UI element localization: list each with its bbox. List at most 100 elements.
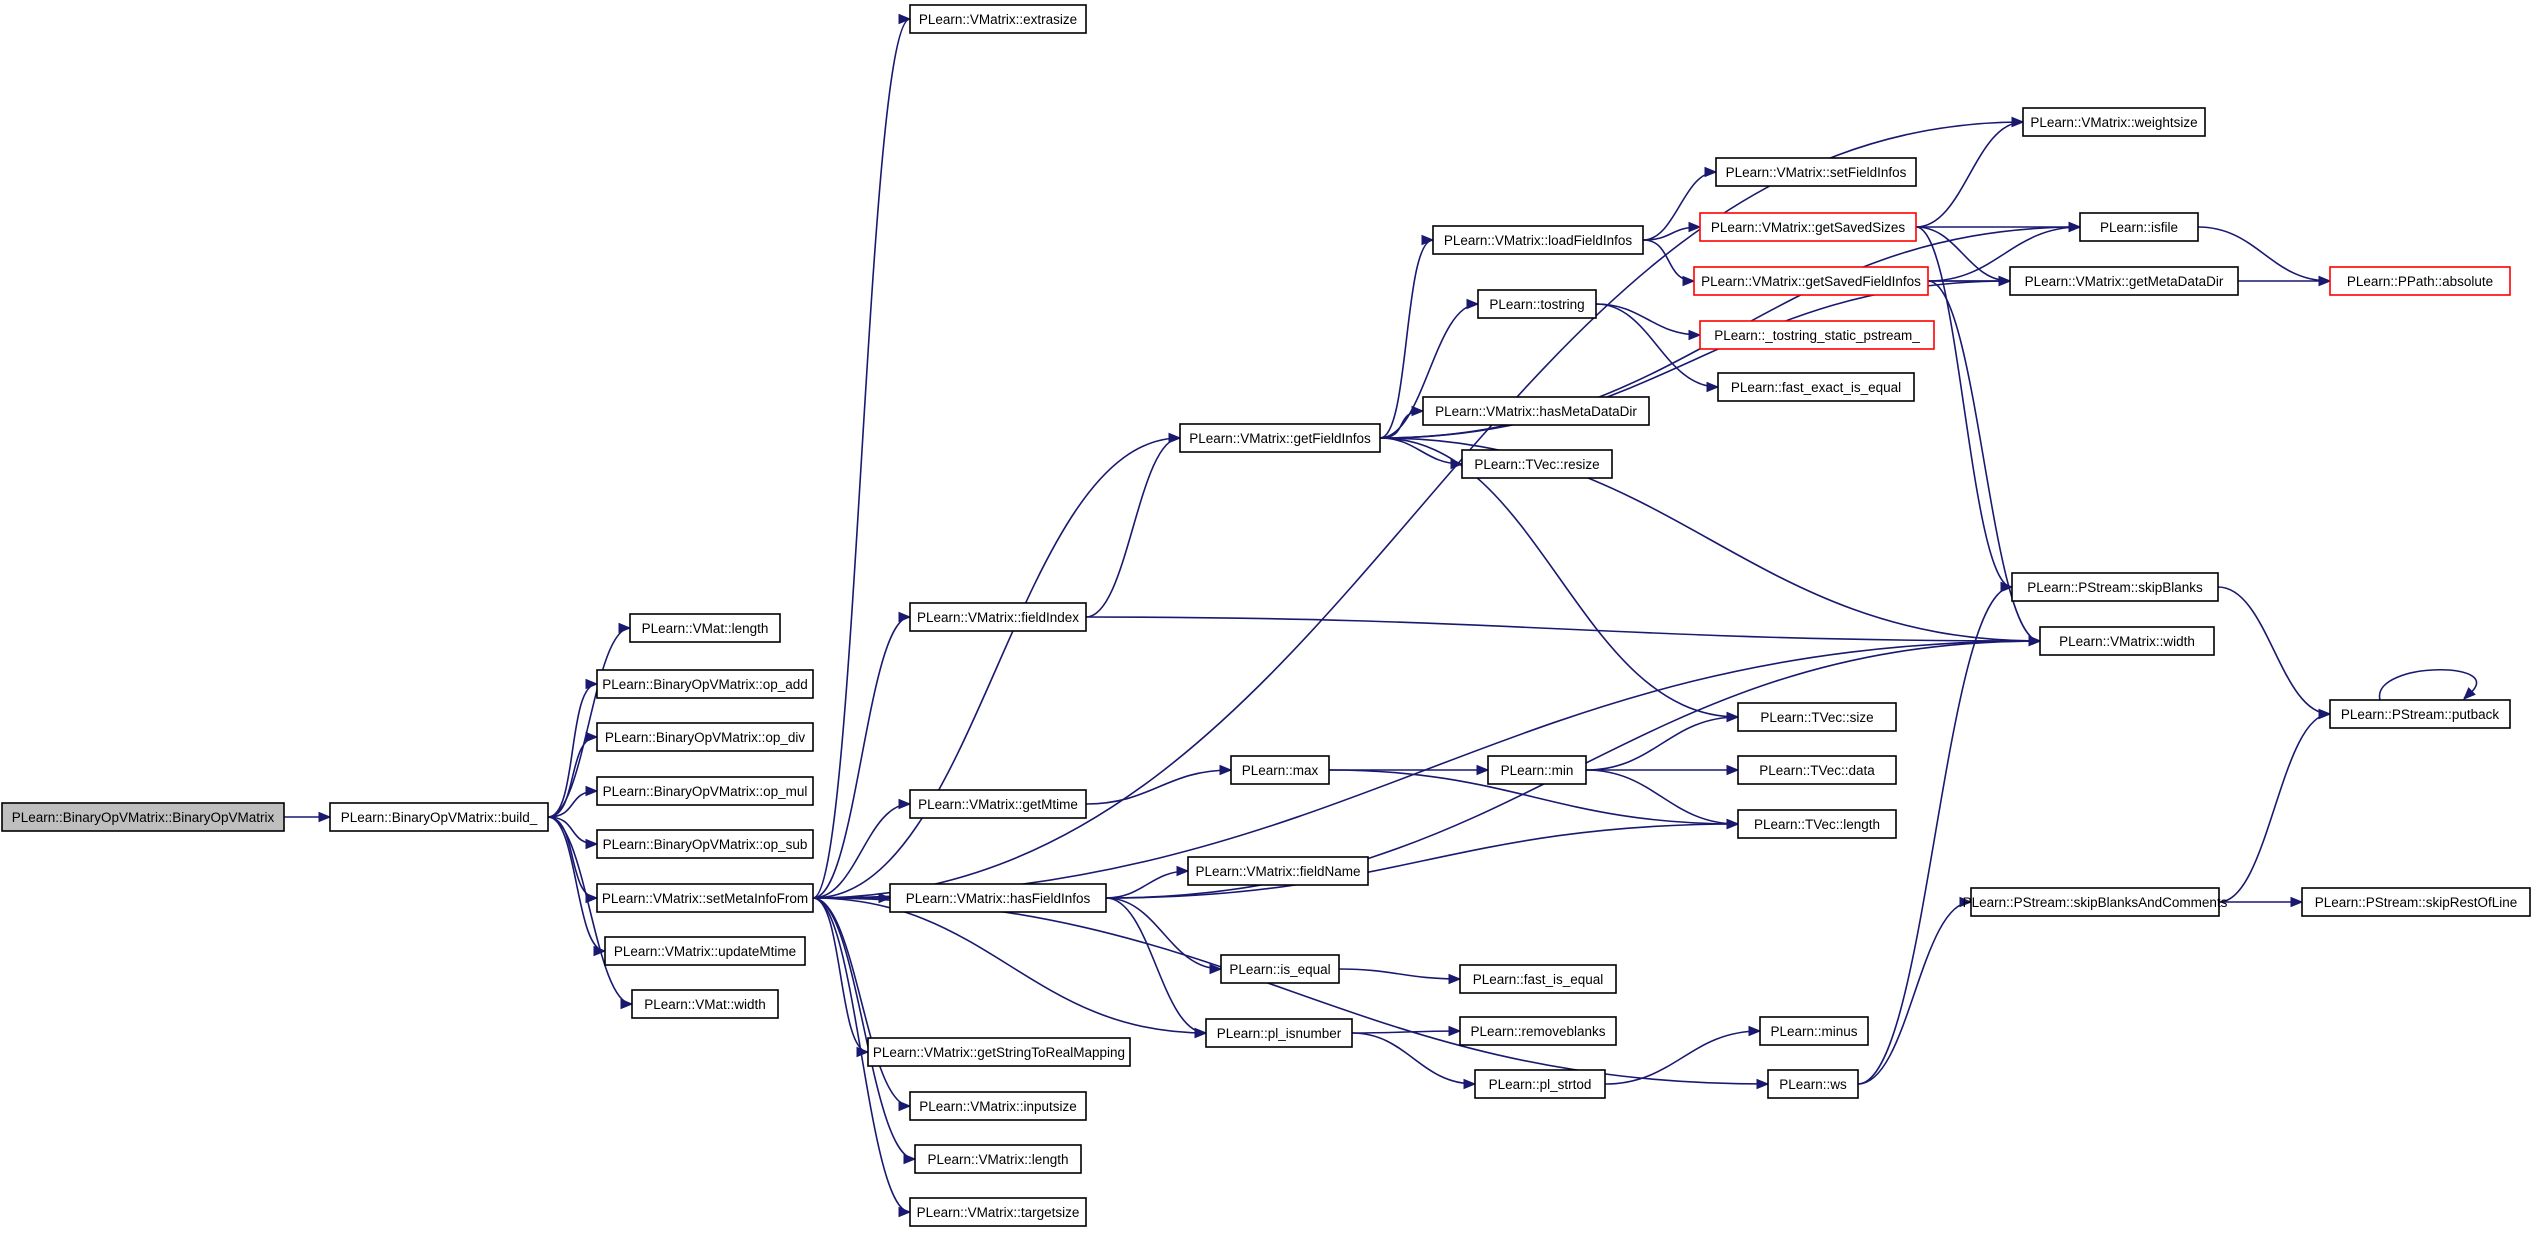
node-plearn-binaryopvmatrix-build[interactable]: PLearn::BinaryOpVMatrix::build_ (329, 802, 549, 832)
node-plearn-binaryopvmatrix-op-mul[interactable]: PLearn::BinaryOpVMatrix::op_mul (596, 776, 814, 806)
node-label: PLearn::minus (1770, 1024, 1857, 1039)
edge-n31-to-n38 (1915, 116, 2025, 228)
node-plearn-removeblanks[interactable]: PLearn::removeblanks (1459, 1016, 1617, 1046)
node-plearn-minus[interactable]: PLearn::minus (1759, 1016, 1869, 1046)
node-label: PLearn::BinaryOpVMatrix::op_mul (603, 784, 808, 799)
node-plearn-binaryopvmatrix-op-sub[interactable]: PLearn::BinaryOpVMatrix::op_sub (596, 829, 814, 859)
node-plearn-tostring[interactable]: PLearn::tostring (1477, 289, 1597, 319)
node-plearn-min[interactable]: PLearn::min (1487, 755, 1587, 785)
node-plearn-vmatrix-length[interactable]: PLearn::VMatrix::length (914, 1144, 1082, 1174)
node-plearn-binaryopvmatrix-op-add[interactable]: PLearn::BinaryOpVMatrix::op_add (596, 669, 814, 699)
node-plearn-tostring-static-pstream[interactable]: PLearn::_tostring_static_pstream_ (1699, 320, 1935, 350)
node-plearn-isfile[interactable]: PLearn::isfile (2079, 212, 2199, 242)
node-box (1767, 1069, 1859, 1099)
node-box (2022, 107, 2206, 137)
node-label: PLearn::VMatrix::inputsize (919, 1099, 1077, 1114)
node-box (596, 722, 814, 752)
node-label: PLearn::TVec::resize (1474, 457, 1599, 472)
edge-n13-to-n23 (1085, 764, 1233, 805)
node-plearn-ppath-absolute[interactable]: PLearn::PPath::absolute (2329, 266, 2511, 296)
node-label: PLearn::pl_isnumber (1217, 1026, 1342, 1041)
node-plearn-vmatrix-fieldname[interactable]: PLearn::VMatrix::fieldName (1187, 856, 1369, 886)
node-plearn-pstream-skipblanks[interactable]: PLearn::PStream::skipBlanks (2011, 572, 2219, 602)
node-plearn-tvec-resize[interactable]: PLearn::TVec::resize (1461, 449, 1613, 479)
node-label: PLearn::VMatrix::extrasize (919, 12, 1077, 27)
node-plearn-tvec-data[interactable]: PLearn::TVec::data (1737, 755, 1897, 785)
node-label: PLearn::fast_is_equal (1473, 972, 1604, 987)
node-plearn-vmatrix-inputsize[interactable]: PLearn::VMatrix::inputsize (909, 1091, 1087, 1121)
edge-n1-to-n5 (547, 785, 599, 818)
edge-n7-to-n16 (812, 897, 912, 1112)
node-label: PLearn::PStream::skipRestOfLine (2315, 895, 2518, 910)
node-box (914, 1144, 1082, 1174)
node-plearn-vmatrix-width[interactable]: PLearn::VMatrix::width (2039, 626, 2215, 656)
node-label: PLearn::TVec::data (1759, 763, 1875, 778)
node-box (604, 936, 806, 966)
edge-n14-to-n26 (1105, 897, 1223, 975)
node-plearn-vmatrix-getstringtorealmapping[interactable]: PLearn::VMatrix::getStringToRealMapping (867, 1037, 1131, 1067)
edge-n14-to-n27 (1105, 897, 1208, 1039)
node-plearn-vmatrix-updatemtime[interactable]: PLearn::VMatrix::updateMtime (604, 936, 806, 966)
node-plearn-vmatrix-fieldindex[interactable]: PLearn::VMatrix::fieldIndex (909, 602, 1087, 632)
node-plearn-fast-exact-is-equal[interactable]: PLearn::fast_exact_is_equal (1717, 372, 1915, 402)
node-box (1715, 157, 1917, 187)
node-box (889, 883, 1107, 913)
node-box (1432, 225, 1644, 255)
node-box (1487, 755, 1587, 785)
node-plearn-vmatrix-getsavedfieldinfos[interactable]: PLearn::VMatrix::getSavedFieldInfos (1693, 266, 1929, 296)
node-plearn-binaryopvmatrix-op-div[interactable]: PLearn::BinaryOpVMatrix::op_div (596, 722, 814, 752)
edge-n1-to-n3 (547, 678, 599, 818)
node-box (596, 829, 814, 859)
node-plearn-vmatrix-getsavedsizes[interactable]: PLearn::VMatrix::getSavedSizes (1699, 212, 1917, 242)
node-plearn-pstream-putback[interactable]: PLearn::PStream::putback (2329, 699, 2511, 729)
edge-n29-to-n46 (1857, 896, 1973, 1085)
node-plearn-tvec-size[interactable]: PLearn::TVec::size (1737, 702, 1897, 732)
node-plearn-vmatrix-getmetadatadir[interactable]: PLearn::VMatrix::getMetaDataDir (2009, 266, 2239, 296)
node-plearn-vmatrix-setfieldinfos[interactable]: PLearn::VMatrix::setFieldInfos (1715, 157, 1917, 187)
node-box (1205, 1018, 1353, 1048)
edge-n26-to-n35 (1338, 968, 1462, 985)
node-box (909, 1197, 1087, 1227)
node-plearn-max[interactable]: PLearn::max (1230, 755, 1330, 785)
node-plearn-tvec-length[interactable]: PLearn::TVec::length (1737, 809, 1897, 839)
node-box (329, 802, 549, 832)
edge-n46-to-n48 (2218, 708, 2332, 903)
node-box (1, 802, 285, 832)
node-plearn-vmatrix-targetsize[interactable]: PLearn::VMatrix::targetsize (909, 1197, 1087, 1227)
node-plearn-is-equal[interactable]: PLearn::is_equal (1220, 954, 1340, 984)
node-label: PLearn::max (1242, 763, 1319, 778)
node-label: PLearn::BinaryOpVMatrix::op_sub (603, 837, 808, 852)
node-plearn-pstream-skiprestofline[interactable]: PLearn::PStream::skipRestOfLine (2301, 887, 2531, 917)
node-plearn-vmatrix-weightsize[interactable]: PLearn::VMatrix::weightsize (2022, 107, 2206, 137)
node-plearn-vmatrix-getfieldinfos[interactable]: PLearn::VMatrix::getFieldInfos (1179, 423, 1381, 453)
edge-n27-to-n36 (1351, 1025, 1462, 1037)
node-plearn-vmatrix-hasfieldinfos[interactable]: PLearn::VMatrix::hasFieldInfos (889, 883, 1107, 913)
edge-n7-to-n13 (812, 798, 912, 899)
node-plearn-vmat-length[interactable]: PLearn::VMat::length (629, 613, 781, 643)
edge-n0-to-n1 (284, 811, 332, 823)
node-label: PLearn::VMatrix::fieldIndex (917, 610, 1079, 625)
node-label: PLearn::is_equal (1229, 962, 1330, 977)
node-plearn-vmatrix-setmetainfofrom[interactable]: PLearn::VMatrix::setMetaInfoFrom (596, 883, 814, 913)
node-plearn-binaryopvmatrix-binaryopvmatrix[interactable]: PLearn::BinaryOpVMatrix::BinaryOpVMatrix (1, 802, 285, 832)
node-plearn-pl-strtod[interactable]: PLearn::pl_strtod (1474, 1069, 1606, 1099)
node-plearn-ws[interactable]: PLearn::ws (1767, 1069, 1859, 1099)
node-plearn-vmatrix-extrasize[interactable]: PLearn::VMatrix::extrasize (909, 4, 1087, 34)
node-plearn-vmat-width[interactable]: PLearn::VMat::width (631, 989, 779, 1019)
edge-n7-to-n12 (812, 432, 1182, 899)
node-plearn-pstream-skipblanksandcomments[interactable]: PLearn::PStream::skipBlanksAndComments (1963, 887, 2228, 917)
node-plearn-vmatrix-loadfieldinfos[interactable]: PLearn::VMatrix::loadFieldInfos (1432, 225, 1644, 255)
node-box (1737, 702, 1897, 732)
node-label: PLearn::VMatrix::getStringToRealMapping (873, 1045, 1125, 1060)
node-label: PLearn::VMatrix::hasMetaDataDir (1435, 404, 1637, 419)
node-plearn-vmatrix-getmtime[interactable]: PLearn::VMatrix::getMtime (909, 789, 1087, 819)
node-plearn-fast-is-equal[interactable]: PLearn::fast_is_equal (1459, 964, 1617, 994)
node-box (629, 613, 781, 643)
node-plearn-vmatrix-hasmetadatadir[interactable]: PLearn::VMatrix::hasMetaDataDir (1422, 396, 1650, 426)
node-box (909, 4, 1087, 34)
node-label: PLearn::PStream::skipBlanks (2027, 580, 2203, 595)
edge-n7-to-n15 (812, 897, 870, 1058)
edge-n11-to-n12 (1085, 432, 1182, 618)
node-label: PLearn::VMatrix::targetsize (917, 1205, 1080, 1220)
node-plearn-pl-isnumber[interactable]: PLearn::pl_isnumber (1205, 1018, 1353, 1048)
